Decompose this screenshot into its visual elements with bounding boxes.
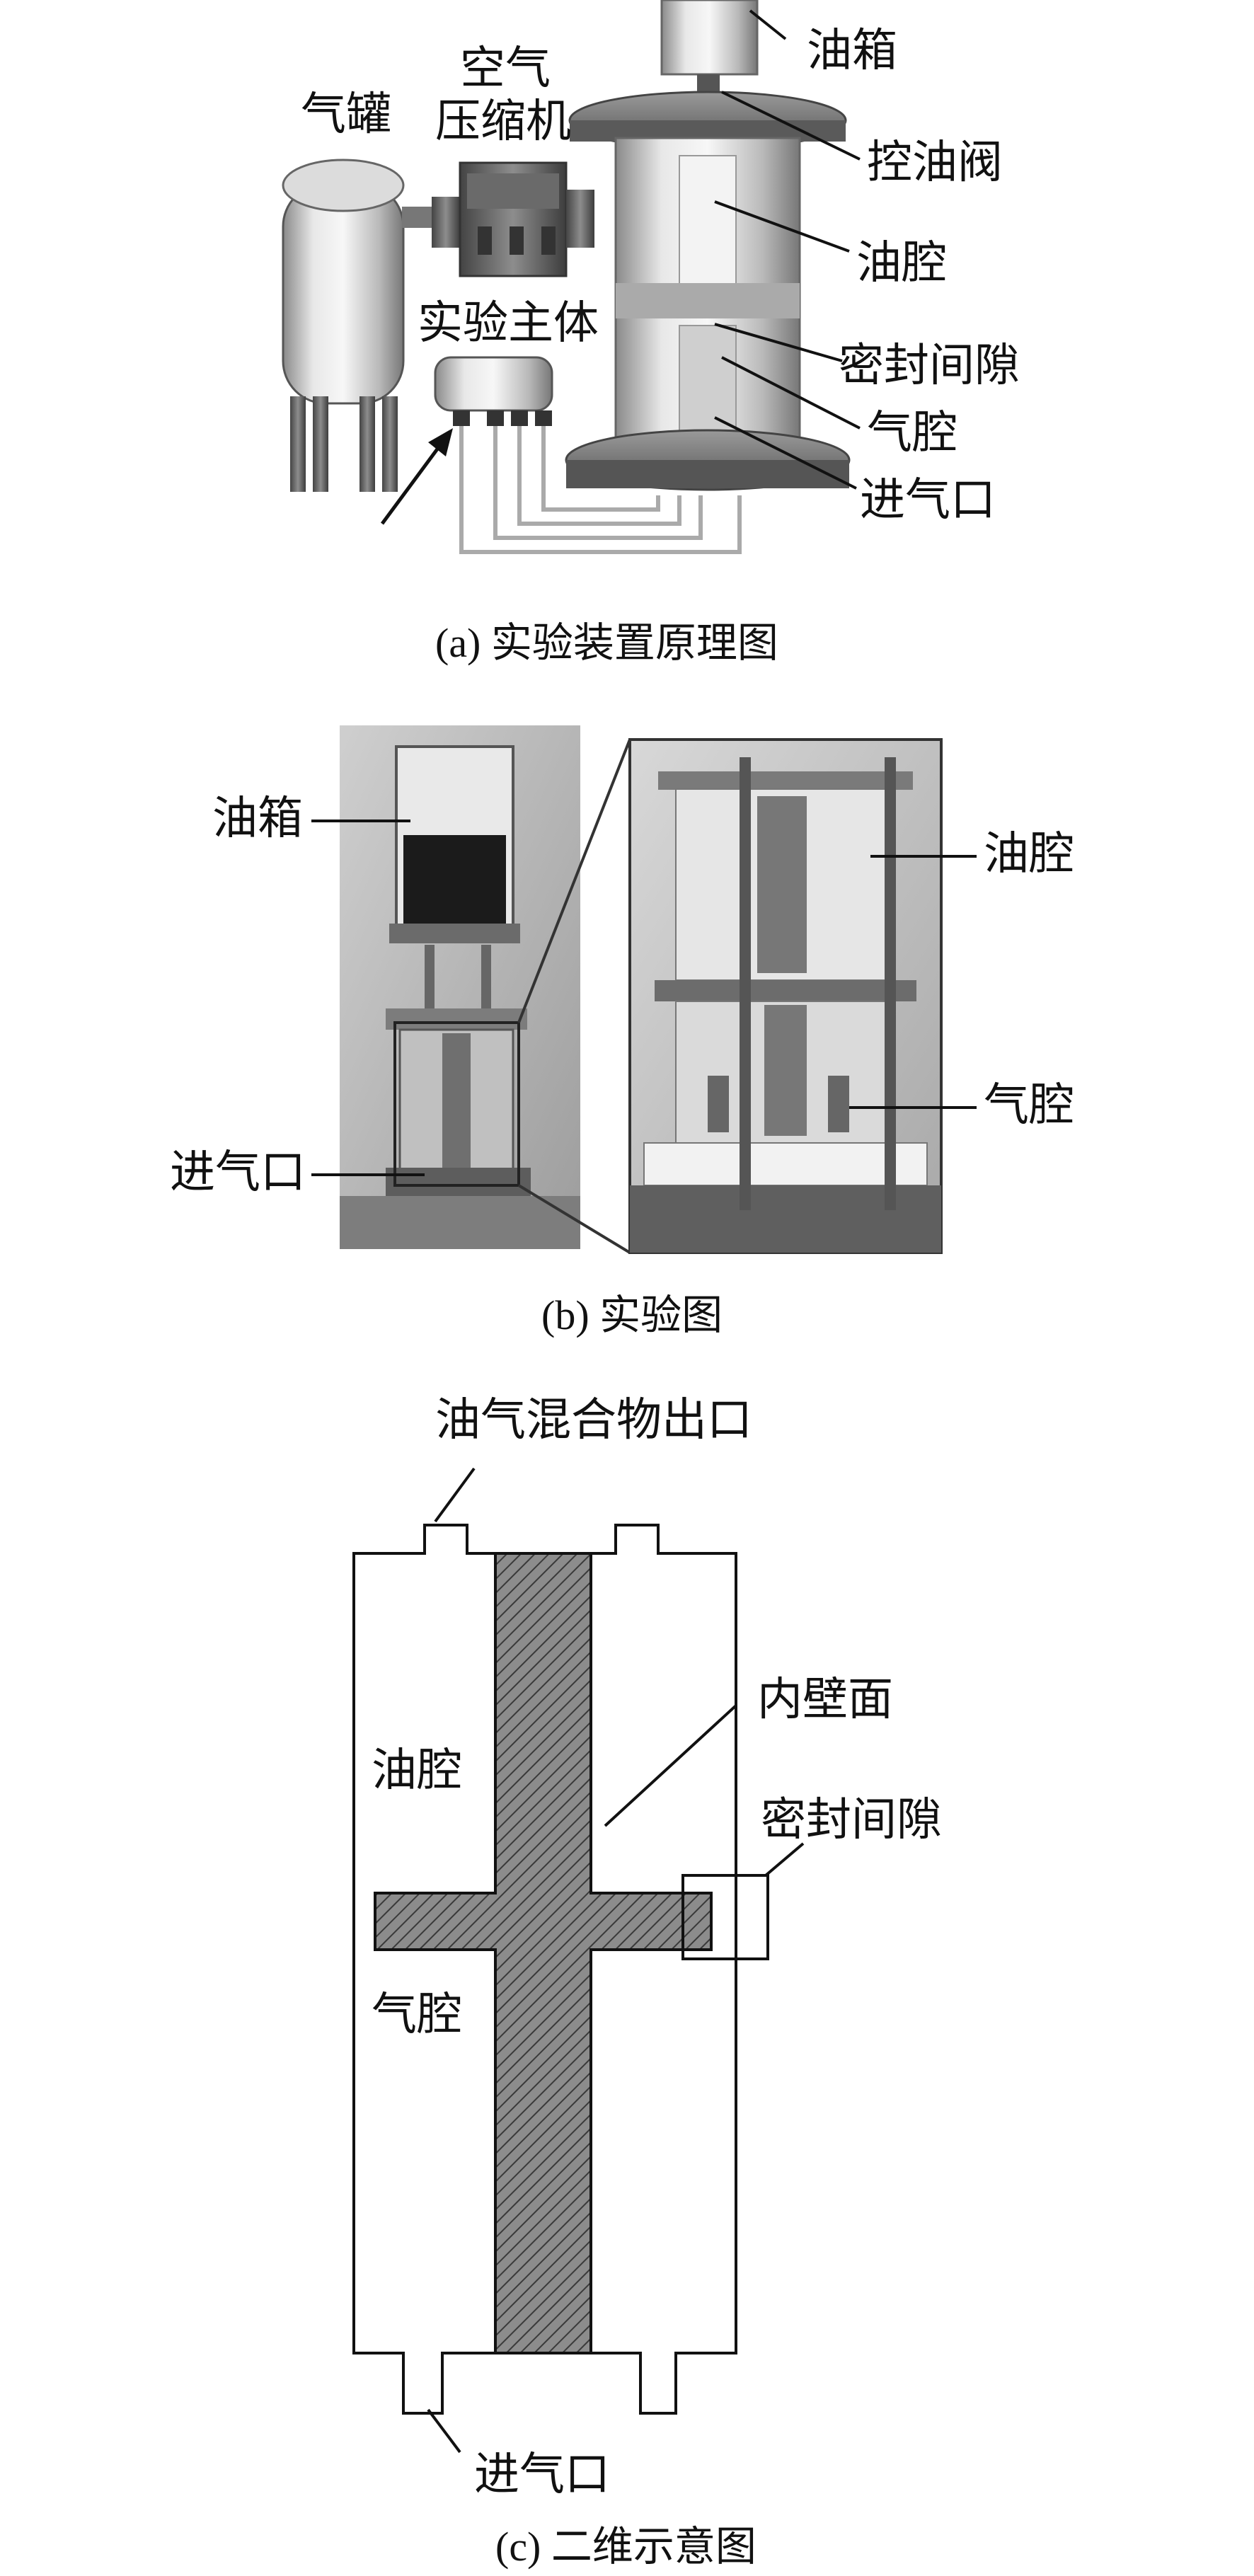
apparatus-schematic <box>282 0 861 554</box>
label-compressor-line1: 空气 <box>460 42 551 95</box>
label-gas-chamber-c: 气腔 <box>372 1989 462 2041</box>
label-oil-tank-a: 油箱 <box>807 25 897 77</box>
label-oil-chamber-c: 油腔 <box>372 1744 462 1797</box>
main-apparatus <box>565 0 851 491</box>
piston-shaft <box>374 1552 713 2354</box>
label-oil-chamber-a: 油腔 <box>856 237 947 289</box>
caption-a: (a) 实验装置原理图 <box>435 620 778 666</box>
caption-c: (c) 二维示意图 <box>495 2524 757 2570</box>
label-mixture-outlet: 油气混合物出口 <box>435 1394 752 1447</box>
gas-tank <box>282 159 437 492</box>
test-body-unit <box>434 356 553 426</box>
inlet-arrow <box>380 428 453 525</box>
photo-leader-lines <box>311 820 977 1176</box>
label-oil-chamber-b: 油腔 <box>984 828 1074 880</box>
schematic-leader-lines <box>427 1467 805 2454</box>
leader-lines <box>714 9 861 490</box>
label-gas-tank-a: 气罐 <box>301 88 391 141</box>
label-test-body: 实验主体 <box>418 297 599 350</box>
label-seal-gap-a: 密封间隙 <box>839 340 1020 392</box>
label-gas-inlet-b: 进气口 <box>170 1146 306 1199</box>
label-oil-tank-b: 油箱 <box>212 793 303 845</box>
photo-right <box>628 738 943 1254</box>
label-compressor-line2: 压缩机 <box>435 96 571 148</box>
seal-gap-box <box>681 1874 769 1960</box>
label-gas-inlet-c: 进气口 <box>474 2449 610 2501</box>
caption-b: (b) 实验图 <box>541 1292 723 1338</box>
experiment-photos <box>311 725 977 1254</box>
label-oil-valve-a: 控油阀 <box>867 137 1003 189</box>
label-gas-chamber-a: 气腔 <box>867 407 957 459</box>
label-inner-wall: 内壁面 <box>757 1674 893 1726</box>
gas-pipes <box>459 426 742 554</box>
air-compressor <box>432 161 594 277</box>
photo-left <box>340 725 580 1249</box>
label-gas-inlet-a: 进气口 <box>860 474 996 527</box>
label-seal-gap-c: 密封间隙 <box>761 1794 942 1846</box>
label-gas-chamber-b: 气腔 <box>984 1079 1074 1132</box>
zoom-lines <box>517 739 631 1254</box>
